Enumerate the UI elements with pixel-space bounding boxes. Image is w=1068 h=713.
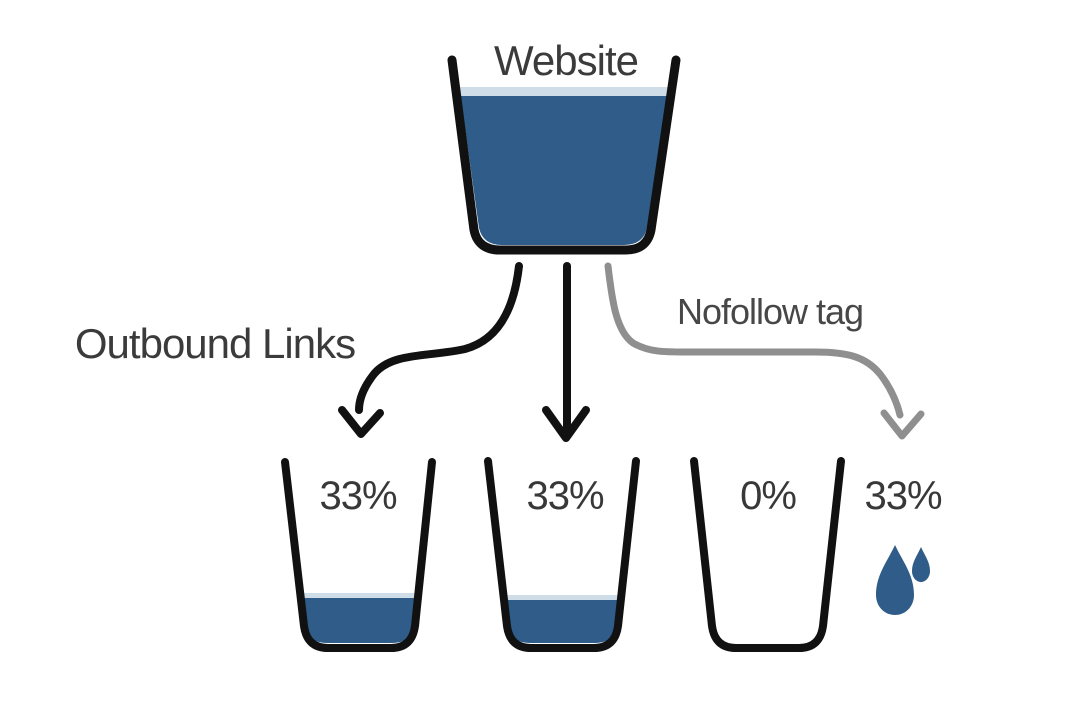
cup-2 <box>484 457 640 652</box>
website-label: Website <box>494 37 639 84</box>
cup-2-water-surface <box>499 595 626 600</box>
water-droplet-small <box>912 547 930 582</box>
nofollow-tag-label: Nofollow tag <box>676 291 864 332</box>
website-bucket-water <box>459 96 669 245</box>
cup-1-percent-label: 33% <box>319 474 397 518</box>
outbound-links-label: Outbound Links <box>74 320 356 367</box>
cup-3 <box>690 457 845 652</box>
cup-1-water <box>296 598 423 643</box>
water-droplet-large <box>876 545 914 615</box>
arrow-outbound-left <box>338 262 523 438</box>
cup-1 <box>281 458 436 652</box>
website-bucket <box>447 55 681 255</box>
water-droplets-icon <box>876 545 930 615</box>
arrow-nofollow-right <box>604 262 925 440</box>
cup-3-percent-label: 0% <box>740 474 797 518</box>
arrow-nofollow-right-head <box>880 409 925 440</box>
website-bucket-water-surface <box>459 87 669 96</box>
cup-2-water <box>499 600 626 643</box>
arrow-outbound-middle-head <box>542 406 590 442</box>
cup-1-water-surface <box>296 593 423 598</box>
cup-1-outline <box>281 458 436 652</box>
lost-percent-label: 33% <box>864 474 942 518</box>
cup-2-outline <box>484 457 640 652</box>
arrow-outbound-left-head <box>338 406 384 438</box>
cup-3-outline <box>690 457 845 652</box>
website-bucket-outline <box>447 55 681 255</box>
cup-2-percent-label: 33% <box>526 474 604 518</box>
arrow-outbound-middle <box>542 262 590 442</box>
